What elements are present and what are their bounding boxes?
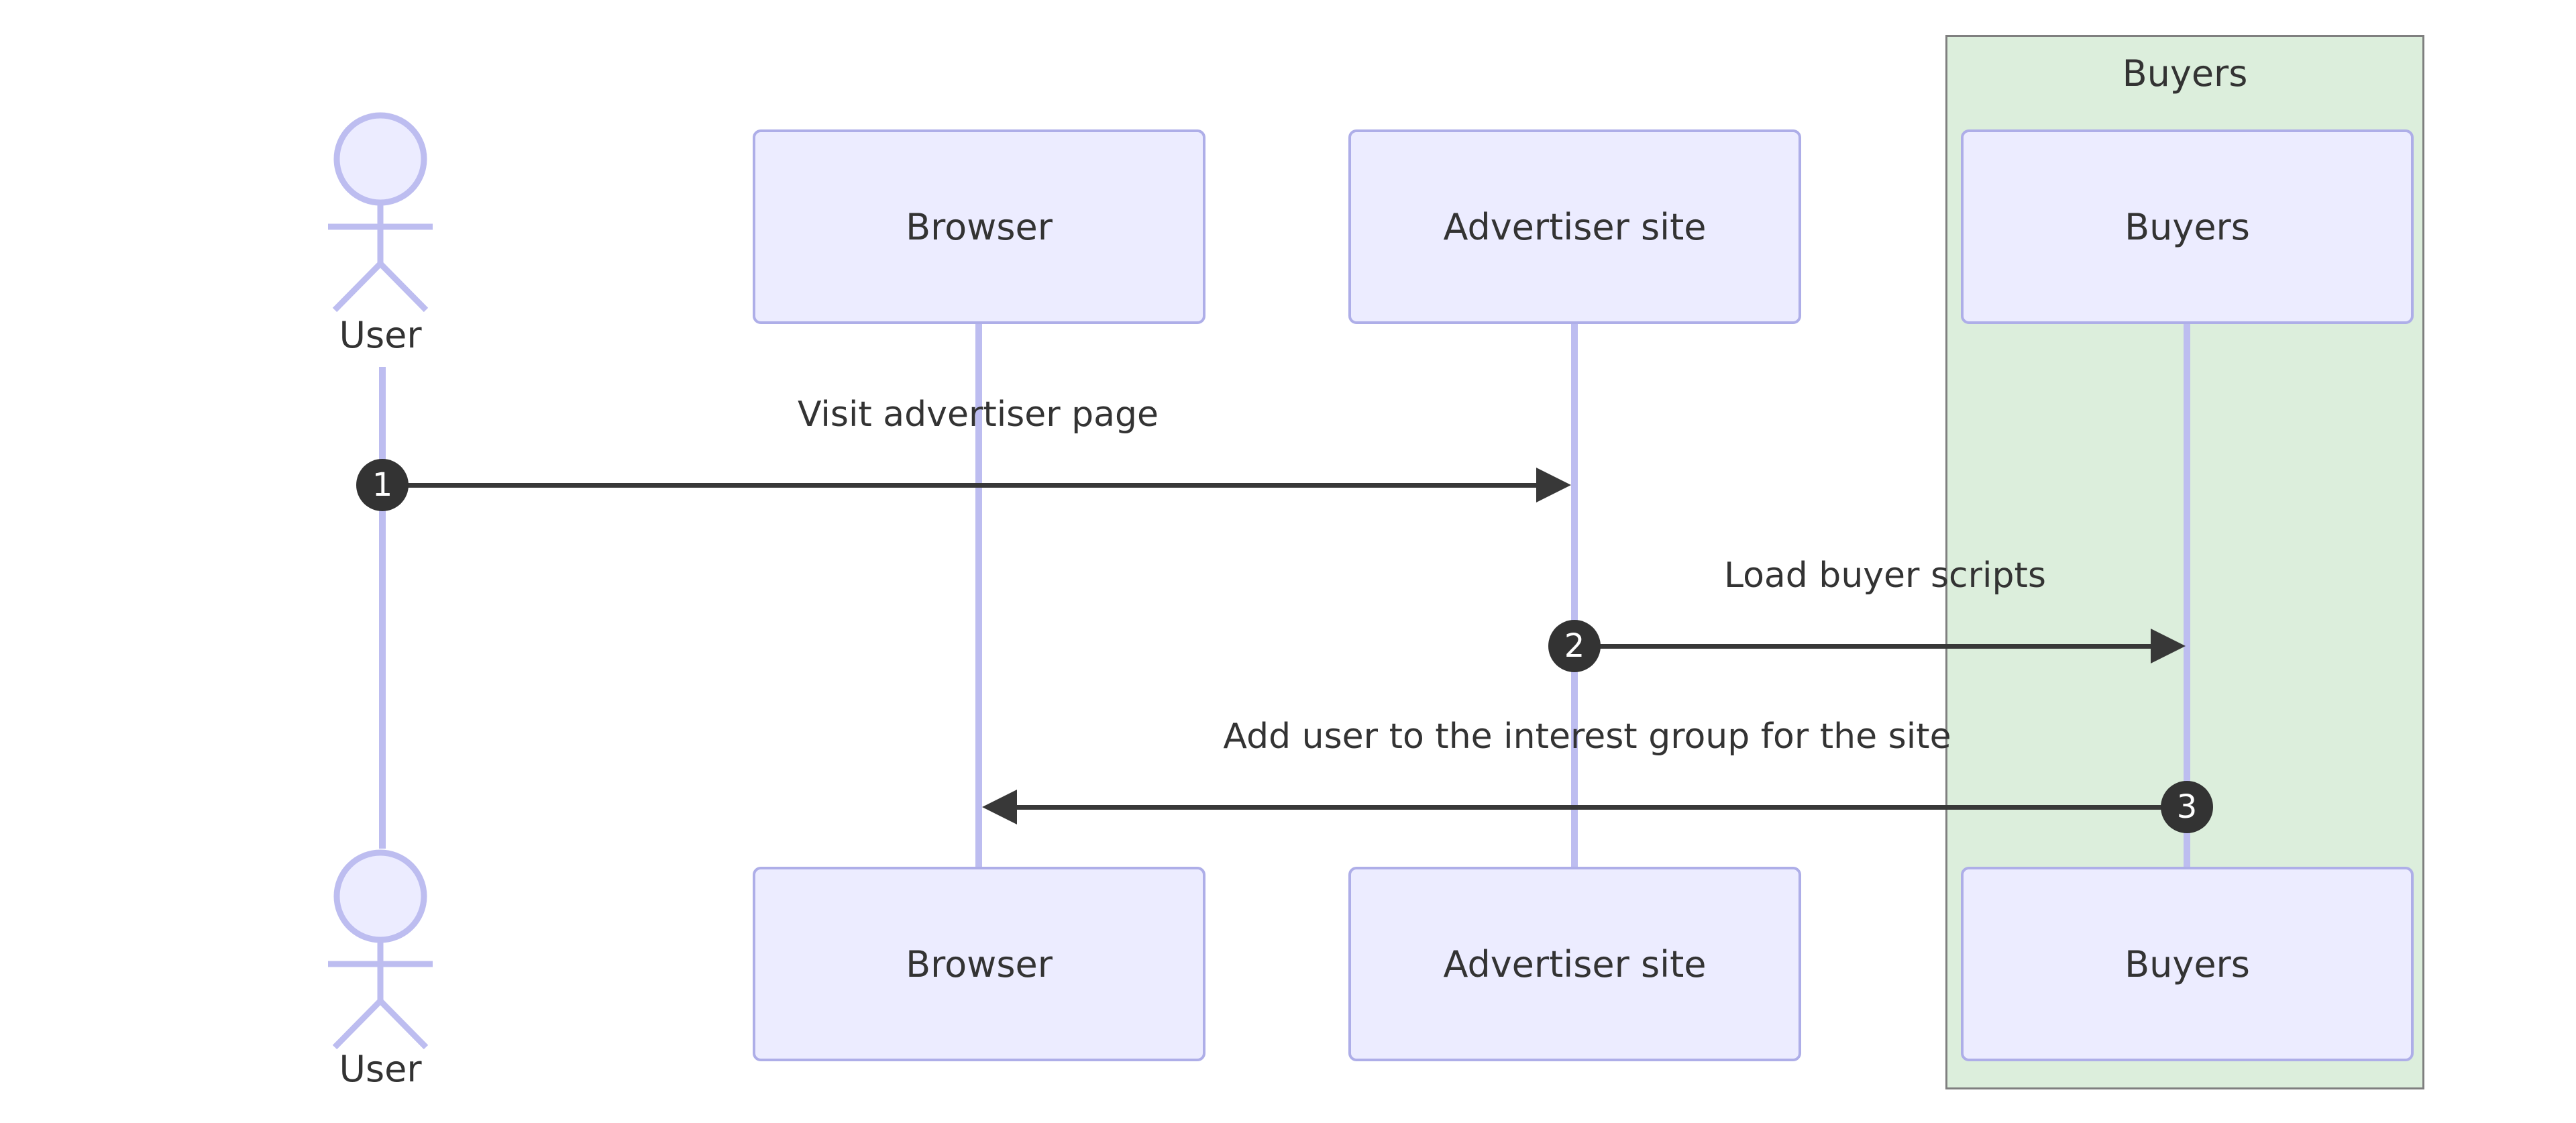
message-2-line <box>1574 644 2152 649</box>
buyers-group-title: Buyers <box>2122 52 2248 95</box>
participant-advertiser-site-top: Advertiser site <box>1348 129 1801 324</box>
sequence-number-badge: 2 <box>1548 620 1601 672</box>
participant-label: Browser <box>906 943 1053 985</box>
arrowhead-right-icon <box>2151 629 2186 663</box>
message-2-label: Load buyer scripts <box>1724 555 2046 596</box>
participant-label: Buyers <box>2125 943 2250 985</box>
lifeline-buyers <box>2184 324 2190 867</box>
lifeline-user <box>379 367 386 849</box>
user-actor-icon <box>328 112 433 312</box>
arrowhead-right-icon <box>1536 468 1571 502</box>
message-1-label: Visit advertiser page <box>797 394 1159 435</box>
sequence-number-badge: 1 <box>356 459 409 511</box>
lifeline-browser <box>975 324 982 867</box>
lifeline-advertiser-site <box>1571 324 1578 867</box>
participant-advertiser-site-bottom: Advertiser site <box>1348 867 1801 1061</box>
user-actor-icon <box>328 849 433 1049</box>
arrowhead-left-icon <box>982 790 1017 824</box>
participant-browser-top: Browser <box>753 129 1205 324</box>
message-1-line <box>382 483 1538 488</box>
participant-browser-bottom: Browser <box>753 867 1205 1061</box>
participant-label: Browser <box>906 205 1053 248</box>
participant-label: Advertiser site <box>1443 205 1707 248</box>
participant-buyers-bottom: Buyers <box>1961 867 2414 1061</box>
sequence-number-badge: 3 <box>2161 781 2213 833</box>
participant-label: Advertiser site <box>1443 943 1707 985</box>
participant-buyers-top: Buyers <box>1961 129 2414 324</box>
participant-label: Buyers <box>2125 205 2250 248</box>
actor-label-user-bottom: User <box>339 1048 422 1090</box>
message-3-line <box>1017 805 2187 810</box>
message-3-label: Add user to the interest group for the s… <box>1223 716 1951 757</box>
actor-label-user-top: User <box>339 314 422 356</box>
